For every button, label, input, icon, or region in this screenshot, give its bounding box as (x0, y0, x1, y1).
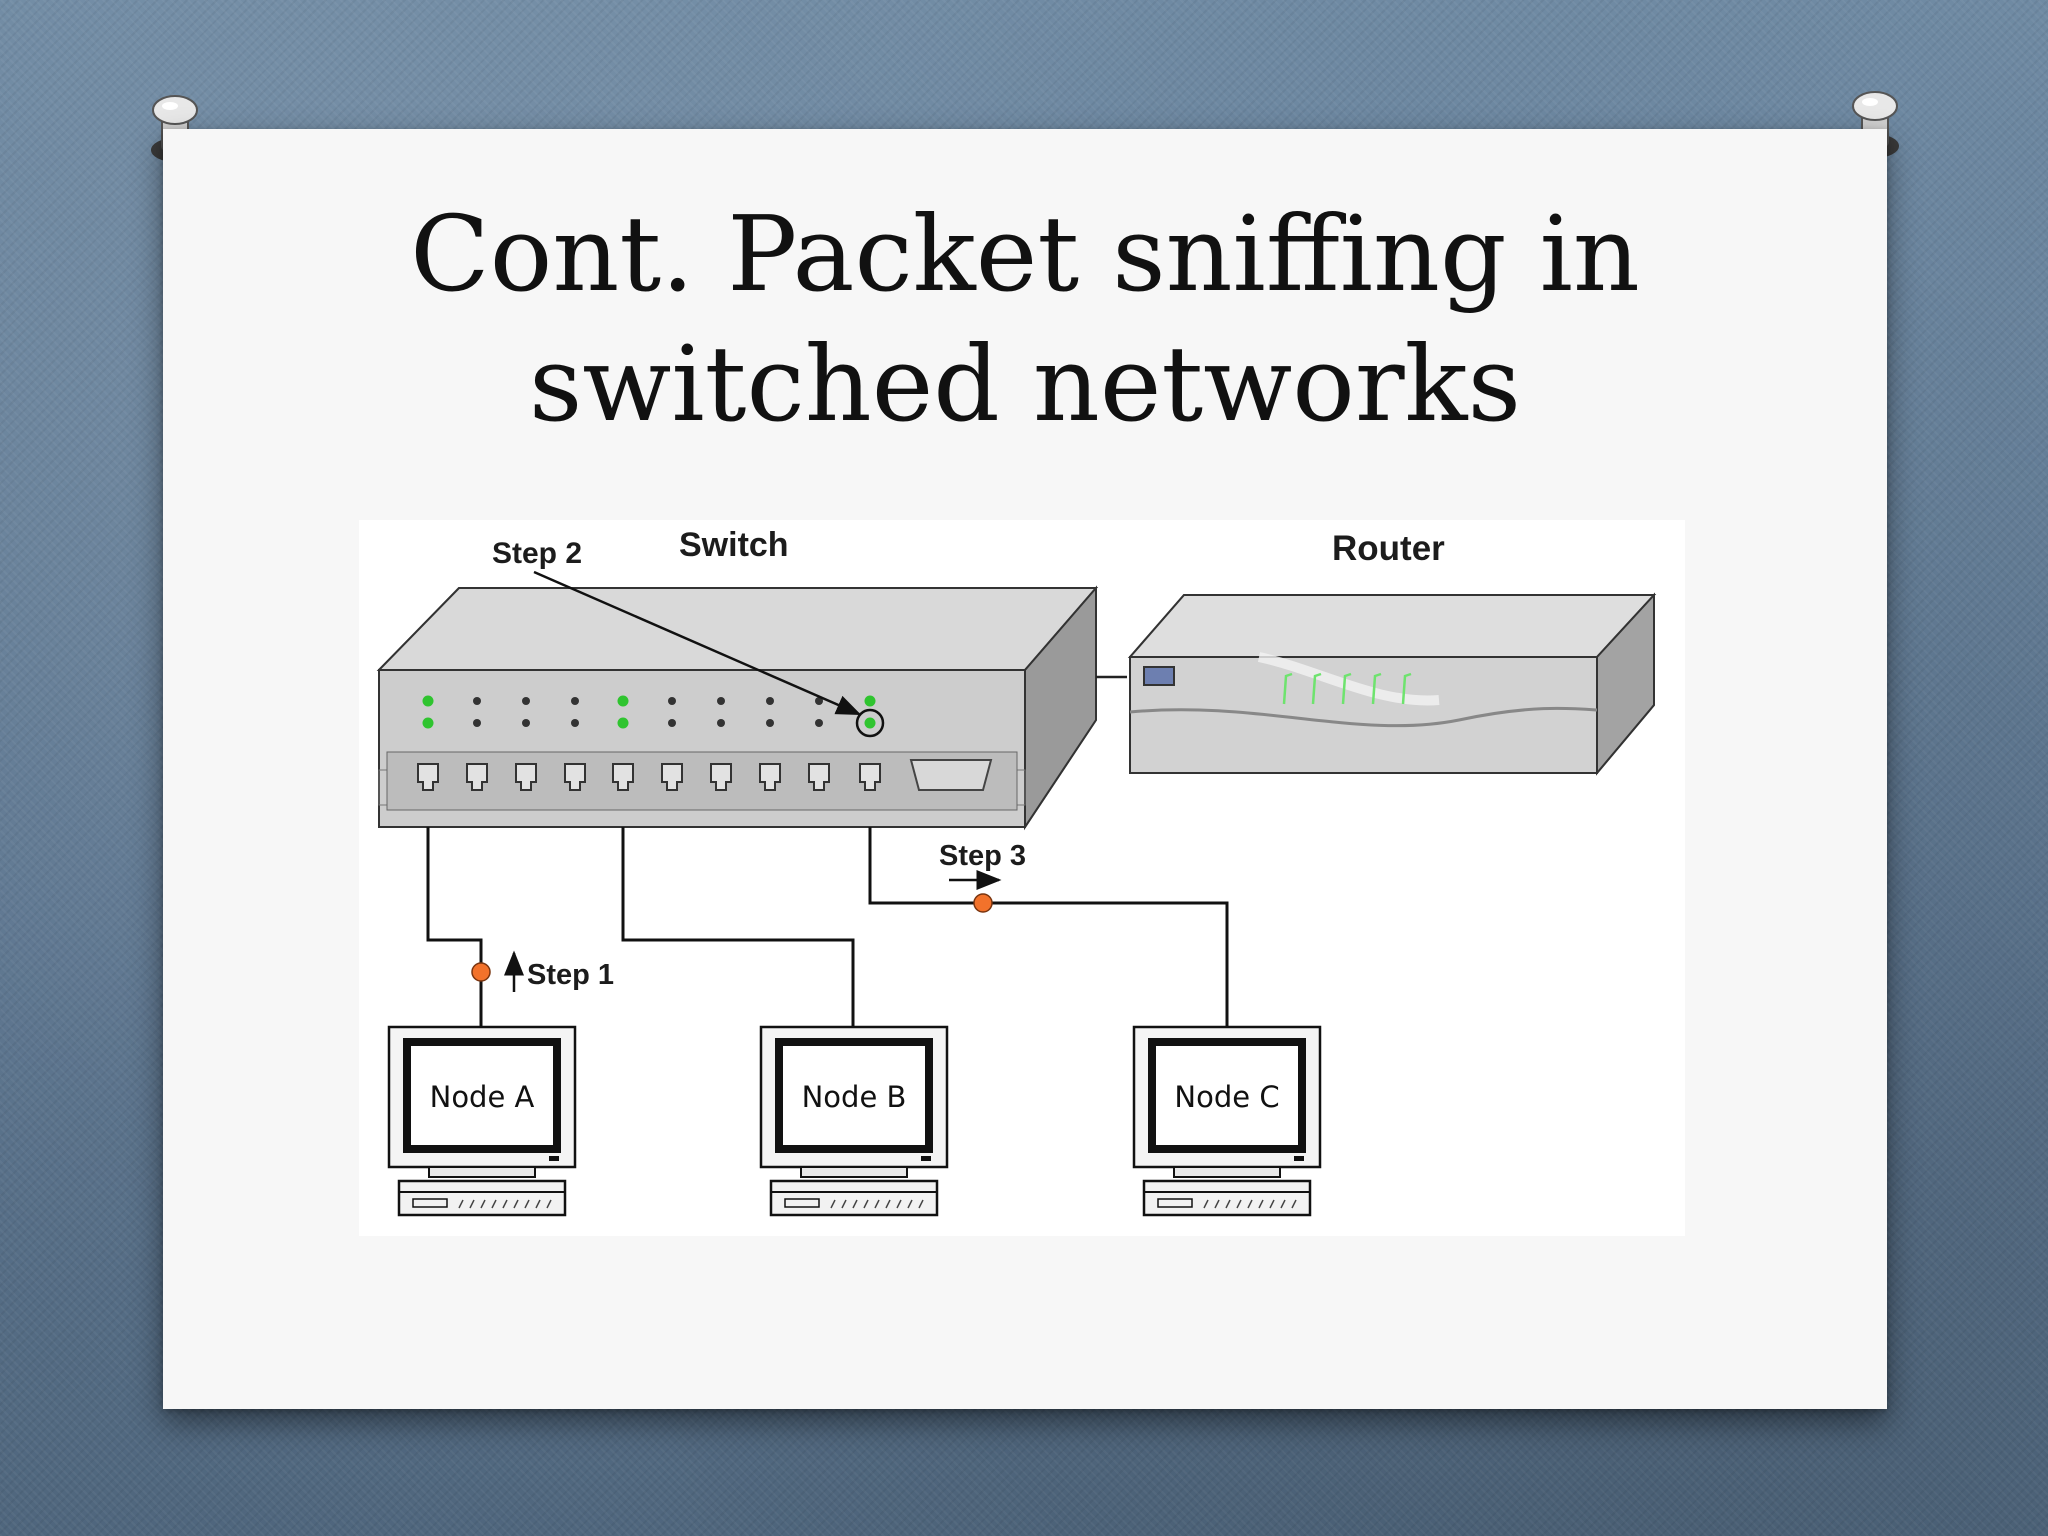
node-label: Node A (430, 1080, 535, 1114)
router-label: Router (1332, 529, 1445, 568)
node-label: Node B (802, 1080, 907, 1114)
network-diagram-svg: Step 2 Switch Router Step 3 Step 1 Node … (376, 526, 1657, 1217)
switch-led (864, 717, 876, 729)
switch-device (376, 585, 1099, 831)
switch-port (515, 763, 537, 791)
switch-led (571, 719, 579, 727)
switch-led (522, 719, 530, 727)
switch-port (661, 763, 683, 791)
switch-led (668, 719, 676, 727)
switch-port (859, 763, 881, 791)
network-diagram: Step 2 Switch Router Step 3 Step 1 Node … (359, 520, 1685, 1236)
computer-node: Node A (387, 1025, 577, 1217)
switch-led (522, 697, 530, 705)
switch-led (473, 697, 481, 705)
router-light (1371, 672, 1382, 705)
switch-led (422, 695, 434, 707)
slide-card: Cont. Packet sniffing in switched networ… (163, 129, 1887, 1409)
router-device (1127, 592, 1657, 776)
switch-port (808, 763, 830, 791)
switch-led (617, 717, 629, 729)
switch-led (766, 719, 774, 727)
step2-label: Step 2 (492, 537, 582, 570)
node-label: Node C (1174, 1080, 1279, 1114)
switch-port-row (417, 763, 881, 791)
computer-node: Node C (1132, 1025, 1322, 1217)
switch-led (617, 695, 629, 707)
switch-port (417, 763, 439, 791)
switch-led (717, 697, 725, 705)
step1-label: Step 1 (527, 959, 614, 991)
switch-led (864, 695, 876, 707)
switch-port (612, 763, 634, 791)
switch-led (473, 719, 481, 727)
switch-led (815, 697, 823, 705)
packet-step1 (471, 962, 491, 982)
step2-arrow-icon (533, 570, 862, 716)
switch-port (564, 763, 586, 791)
computer-node: Node B (759, 1025, 949, 1217)
step3-label: Step 3 (939, 840, 1026, 872)
switch-led (571, 697, 579, 705)
switch-led (815, 719, 823, 727)
switch-led (668, 697, 676, 705)
slide-title-line-1: Cont. Packet sniffing in (410, 193, 1640, 315)
router-indicator-icon (1143, 666, 1175, 686)
cable-node-c (868, 827, 1229, 1118)
computer-nodes: Node A Node B Node C (387, 1025, 1322, 1217)
switch-led (422, 717, 434, 729)
router-light (1401, 672, 1412, 705)
router-light (1311, 672, 1322, 705)
slide-title-line-2: switched networks (529, 323, 1521, 445)
router-light (1282, 672, 1293, 705)
switch-uplink-port (909, 759, 993, 791)
switch-label: Switch (679, 526, 789, 564)
switch-port (466, 763, 488, 791)
switch-led (766, 697, 774, 705)
switch-port (710, 763, 732, 791)
router-lights (1282, 672, 1412, 705)
switch-led (717, 719, 725, 727)
slide-title: Cont. Packet sniffing in switched networ… (163, 189, 1887, 449)
router-light (1341, 672, 1352, 705)
switch-port (759, 763, 781, 791)
step2-highlight-ring (855, 708, 885, 738)
switch-led-grid (422, 695, 876, 729)
packet-step3 (973, 893, 993, 913)
